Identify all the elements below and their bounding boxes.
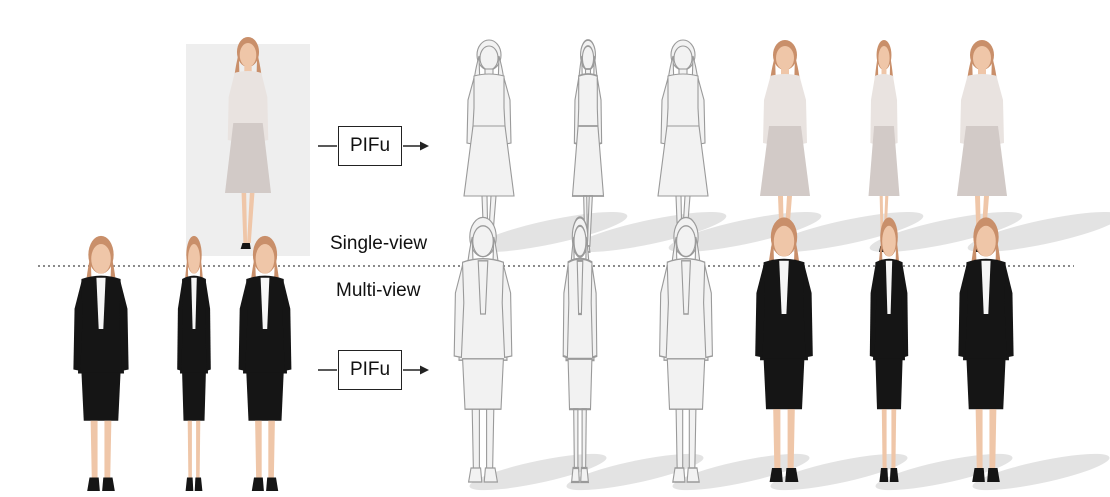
input-photo-multi-2 [177, 235, 211, 491]
pifu-box-single: PIFu [338, 126, 402, 166]
ground-shadow [967, 211, 1110, 253]
single-view-caption: Single-view [330, 233, 428, 254]
textured-back-view-icon-single [957, 40, 1110, 253]
input-photo-multi-3 [238, 235, 292, 491]
ground-shadow [469, 453, 607, 491]
ground-shadow [770, 453, 908, 491]
multi-view-caption: Multi-view [336, 280, 421, 301]
ground-shadow [972, 453, 1110, 491]
textured-side-view-icon-multi [869, 217, 1013, 491]
ground-shadow [566, 453, 704, 491]
input-photo-single [225, 37, 271, 249]
mesh-side-view-icon-multi [562, 216, 704, 491]
arrow-out-multi [403, 365, 429, 375]
input-photo-multi-1 [73, 235, 129, 491]
mesh-front-view-icon-multi [453, 216, 607, 491]
textured-front-view-icon-multi [755, 217, 908, 491]
figure-layer [73, 37, 1110, 491]
arrow-out-single [403, 141, 429, 151]
pifu-box-multi: PIFu [338, 350, 402, 390]
textured-back-view-icon-multi [958, 217, 1110, 491]
